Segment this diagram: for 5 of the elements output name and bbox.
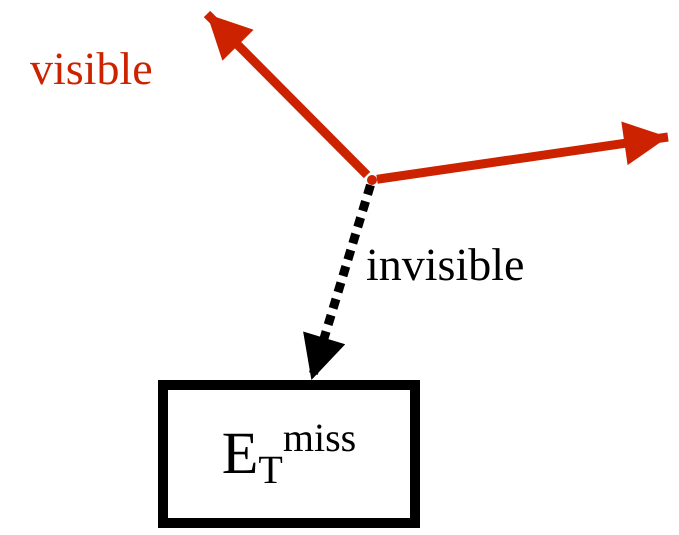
label-box bbox=[158, 380, 420, 528]
arrow bbox=[376, 122, 669, 184]
arrow bbox=[204, 10, 370, 178]
dotted-arrow bbox=[303, 184, 375, 382]
junction-point bbox=[367, 175, 377, 185]
